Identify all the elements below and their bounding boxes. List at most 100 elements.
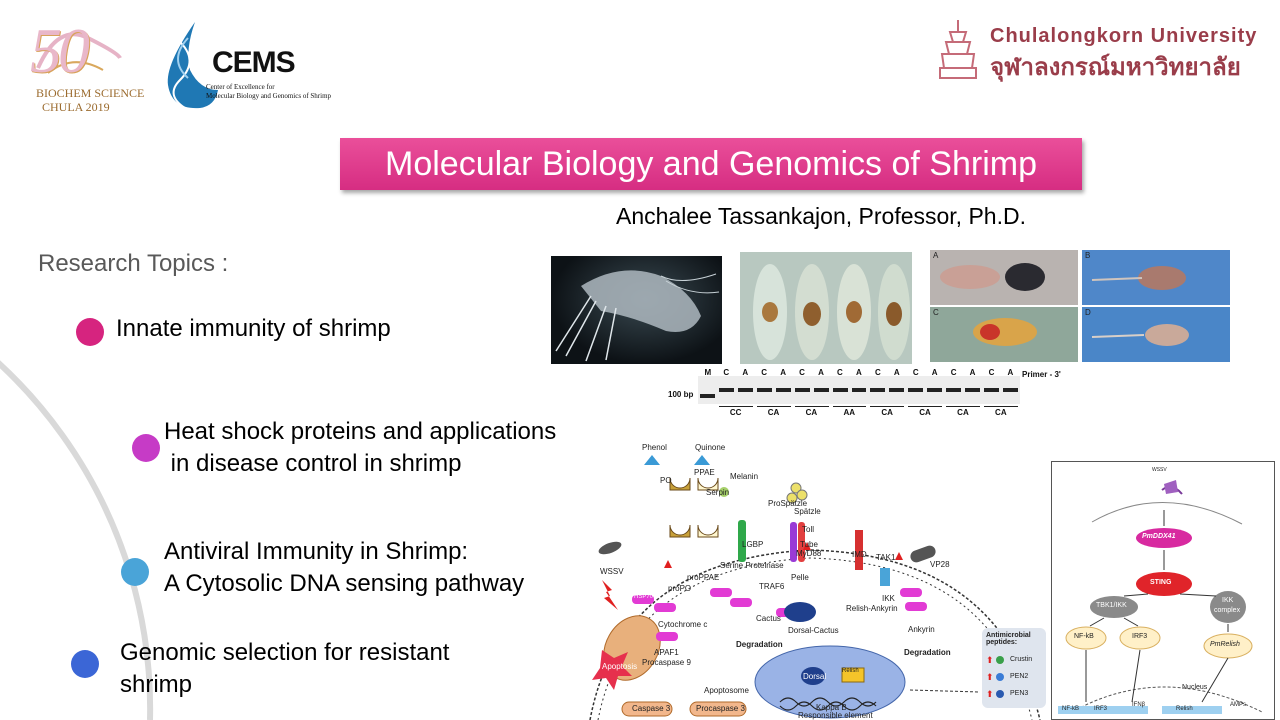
topic-bullet-4	[71, 650, 99, 678]
gel-band	[737, 388, 753, 392]
gel-lane-label: C	[950, 368, 957, 377]
gel-lane-label: C	[874, 368, 881, 377]
label-ppae: PPAE	[694, 468, 715, 477]
sting-pathway-diagram: WSSV PmDDX41 STING TBK1/IKK IKK complex …	[1051, 461, 1275, 720]
label-caspase3: Caspase 3	[632, 704, 671, 713]
gel-band	[889, 388, 905, 392]
label-serpin: Serpin	[706, 488, 730, 497]
gel-band	[700, 394, 715, 398]
gel-lane-label: A	[856, 368, 862, 377]
label-melanin: Melanin	[730, 472, 759, 481]
gel-genotype-bracket	[718, 406, 753, 407]
gel-genotype-bracket	[908, 406, 943, 407]
crustin-icon	[996, 656, 1004, 664]
logo-50-line1: BIOCHEM SCIENCE	[36, 86, 145, 100]
label-prospatzle: ProSpätzle	[768, 499, 808, 508]
panel-a: A	[930, 250, 1078, 305]
gel-band	[870, 388, 886, 392]
label-wssv: WSSV	[600, 567, 624, 576]
label-lgbp: LGBP	[742, 540, 764, 549]
panel-b: B	[1082, 250, 1230, 305]
gel-genotype-label: CA	[881, 408, 893, 417]
gel-band	[908, 388, 924, 392]
author-line: Anchalee Tassankajon, Professor, Ph.D.	[616, 203, 1026, 229]
panel-c-label: C	[933, 308, 939, 317]
panel-d-label: D	[1085, 308, 1091, 317]
up-arrow-icon: ⬆	[986, 655, 994, 665]
dissection-panels: A B C D	[930, 250, 1230, 362]
topic-2-line-1: Heat shock proteins and applications	[164, 418, 557, 445]
biochem-50-logo	[28, 18, 128, 118]
topic-1: Innate immunity of shrimp	[116, 313, 391, 345]
label-cytochrome-c: Cytochrome c	[658, 620, 708, 629]
gel-lane-label: A	[780, 368, 787, 377]
amp-crustin: Crustin	[1010, 656, 1033, 663]
label-pmrelish: PmRelish	[1210, 641, 1240, 648]
label-responsible-element: Responsible element	[798, 711, 873, 720]
topic-2-line-2: in disease control in shrimp	[164, 450, 462, 477]
chula-emblem-icon	[939, 20, 977, 79]
amp-pen2: PEN2	[1010, 673, 1029, 680]
topic-3-line-1: Antiviral Immunity in Shrimp:	[164, 538, 469, 565]
topic-3-line-2: A Cytosolic DNA sensing pathway	[164, 570, 525, 597]
promoter-relish: Relish	[1176, 706, 1193, 712]
antimicrobial-peptides-box: Antimicrobial peptides: ⬆ Crustin ⬆ PEN2…	[982, 628, 1046, 708]
innate-immunity-pathway: Phenol Quinone Melanin PO PPAE Serpin Pr…	[580, 440, 1050, 720]
panel-b-label: B	[1085, 251, 1091, 260]
four-shrimp-illustration-icon	[753, 264, 910, 360]
gel-genotype-label: CC	[729, 408, 742, 417]
label-relish: Relish	[842, 668, 859, 674]
label-proppae: proPPAE	[687, 573, 720, 582]
gel-lane-label: A	[1007, 368, 1014, 377]
research-topics-heading: Research Topics :	[38, 250, 229, 277]
label-nucleus: Nucleus	[1182, 684, 1208, 691]
label-hsp70: HSP70	[634, 594, 654, 600]
logo-swirl-icon	[36, 32, 122, 74]
gel-genotype-label: CA	[995, 408, 1007, 417]
topic-4: Genomic selection for resistant shrimp	[120, 637, 449, 701]
gel-band	[756, 388, 772, 392]
shrimp-illustration-icon	[555, 270, 720, 362]
gel-lane-label: A	[931, 368, 938, 377]
gel-lane-label: M	[704, 368, 712, 377]
label-toll: Toll	[802, 525, 815, 534]
label-apoptosome: Apoptosome	[704, 686, 749, 695]
label-myd88: MyD88	[796, 549, 822, 558]
label-ankyrin: Ankyrin	[908, 625, 935, 634]
label-amps: AMPs	[1230, 702, 1247, 708]
gel-band	[813, 388, 829, 392]
label-kappa-b: Kappa B	[816, 703, 847, 712]
label-tak1: TAK1	[876, 553, 896, 562]
gel-genotype-bracket	[946, 406, 981, 407]
gel-lane-label: C	[799, 368, 805, 377]
up-arrow-icon: ⬆	[986, 689, 994, 699]
gel-genotype-label: CA	[767, 408, 780, 417]
label-procaspase9: Procaspase 9	[642, 658, 691, 667]
gel-band	[718, 388, 734, 392]
gel-genotype-bracket	[794, 406, 829, 407]
logo-50-line2: CHULA 2019	[42, 100, 110, 114]
logo-50-number: 50	[30, 15, 90, 86]
topic-4-line-1: Genomic selection for resistant	[120, 639, 450, 666]
label-spatzle: Spätzle	[794, 507, 821, 516]
gel-band	[851, 388, 867, 392]
amp-pen3: PEN3	[1010, 690, 1029, 697]
label-tbk1: TBK1/IKK	[1096, 602, 1127, 609]
label-tube: Tube	[800, 540, 818, 549]
gel-genotype-bracket	[870, 406, 905, 407]
label-relish-ankyrin: Relish-Ankyrin	[846, 604, 898, 613]
topic-bullet-1	[76, 318, 104, 346]
panel-a-label: A	[933, 251, 939, 260]
university-name-english: Chulalongkorn University	[990, 25, 1258, 47]
label-pmddx41: PmDDX41	[1142, 533, 1176, 540]
promoter-irf3: IRF3	[1094, 706, 1108, 712]
label-sting: STING	[1150, 579, 1172, 586]
amp-title: Antimicrobial peptides:	[986, 632, 1031, 646]
label-cactus: Cactus	[756, 614, 781, 623]
slide-title: Molecular Biology and Genomics of Shrimp	[340, 138, 1082, 190]
topic-2: Heat shock proteins and applications in …	[164, 416, 556, 480]
gel-genotype-bracket	[832, 406, 867, 407]
label-ikk: IKK	[882, 594, 895, 603]
